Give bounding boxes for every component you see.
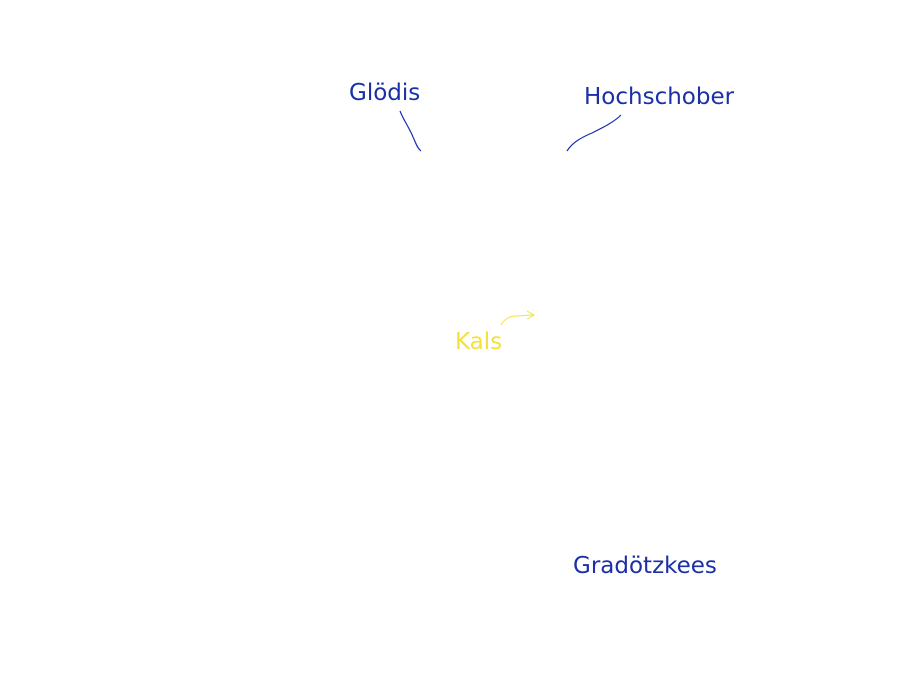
hochschober-leader-line bbox=[566, 114, 622, 152]
kals-arrow-line bbox=[500, 314, 534, 326]
label-gradotzkees: Gradötzkees bbox=[573, 553, 717, 579]
glodis-leader-line bbox=[399, 110, 422, 152]
label-kals: Kals bbox=[455, 329, 503, 355]
kals-arrow-head bbox=[526, 310, 536, 320]
label-hochschober: Hochschober bbox=[584, 84, 735, 110]
label-glodis: Glödis bbox=[349, 80, 421, 106]
